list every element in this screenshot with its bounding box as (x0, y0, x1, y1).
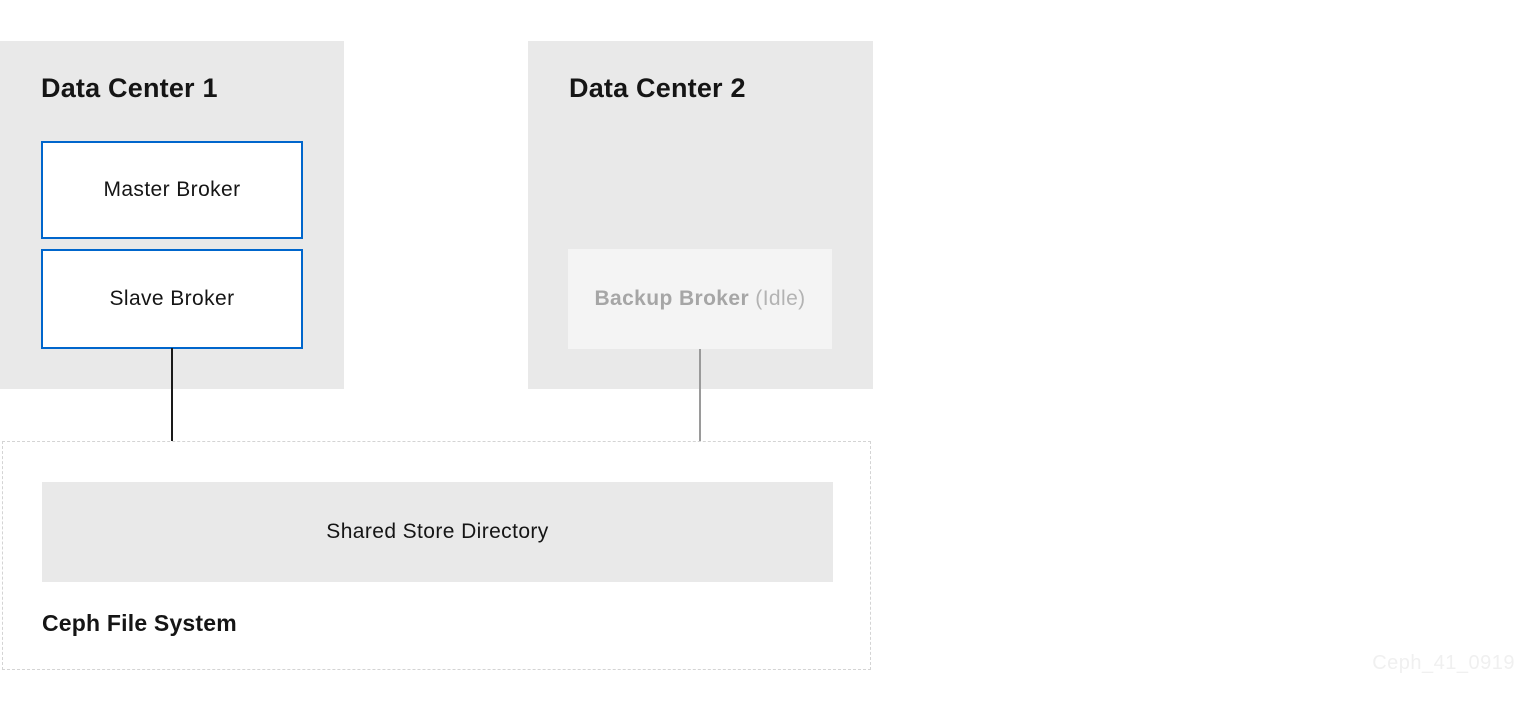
backup-broker-label: Backup Broker (594, 287, 750, 310)
shared-store-directory-node: Shared Store Directory (42, 482, 833, 582)
diagram-watermark: Ceph_41_0919 (1372, 652, 1515, 674)
master-broker-label: Master Broker (103, 178, 241, 201)
master-broker-node: Master Broker (41, 141, 303, 239)
data-center-1-title: Data Center 1 (41, 73, 218, 103)
ceph-file-system-label: Ceph File System (42, 610, 237, 636)
slave-broker-node: Slave Broker (41, 249, 303, 349)
ceph-file-system-container: Shared Store Directory Ceph File System (2, 441, 871, 670)
data-center-2-panel: Data Center 2 Backup Broker (Idle) (528, 41, 873, 389)
data-center-2-title: Data Center 2 (569, 73, 746, 103)
backup-broker-state: (Idle) (755, 287, 806, 310)
backup-broker-node: Backup Broker (Idle) (568, 249, 832, 349)
data-center-1-panel: Data Center 1 Master Broker Slave Broker (0, 41, 344, 389)
slave-broker-label: Slave Broker (109, 287, 235, 310)
shared-store-directory-label: Shared Store Directory (326, 520, 549, 543)
